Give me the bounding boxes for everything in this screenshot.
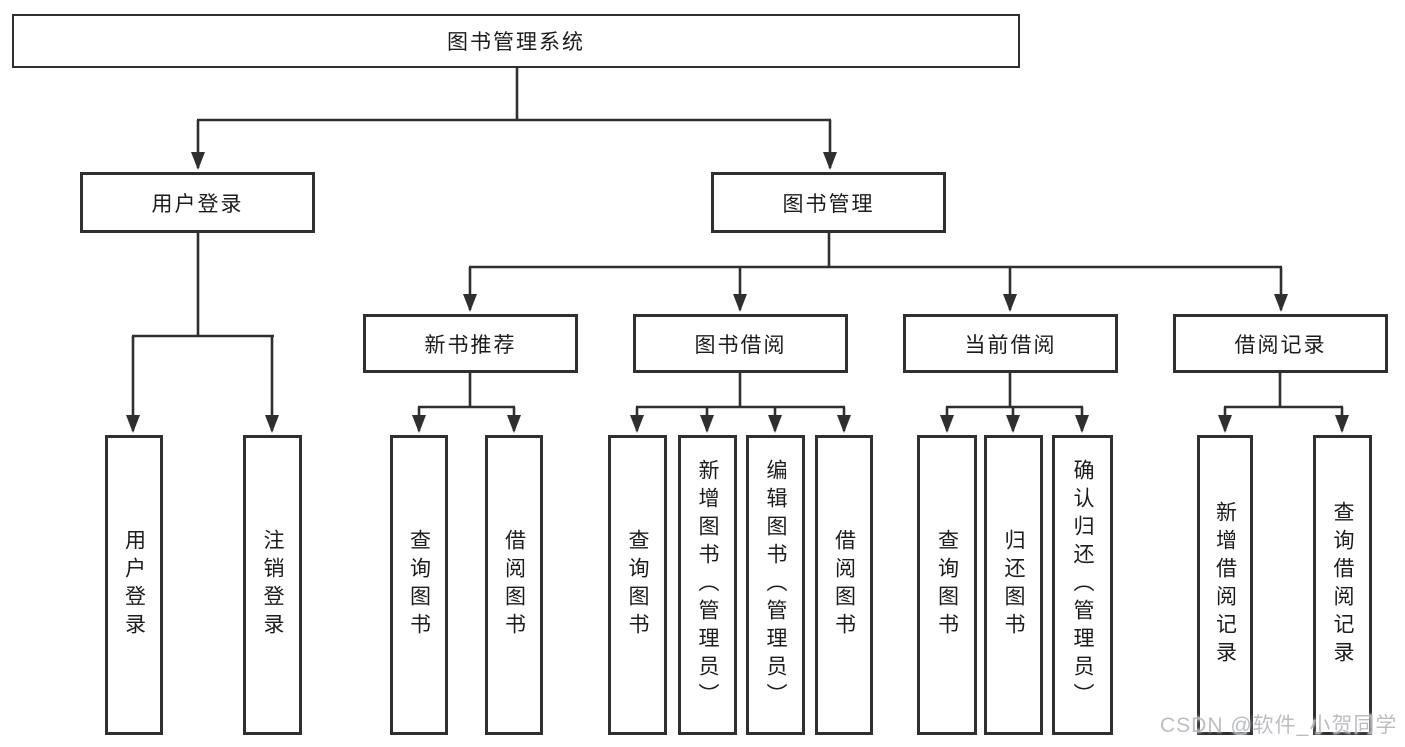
node-book-management: 图书管理 (711, 172, 946, 233)
node-user-login: 用户登录 (80, 172, 315, 233)
leaf-logout: 注销登录 (243, 435, 302, 735)
node-book-borrow: 图书借阅 (633, 314, 848, 373)
leaf-query-books-current: 查询图书 (917, 435, 977, 735)
leaf-borrow-books-recommend: 借阅图书 (485, 435, 543, 735)
leaf-user-login: 用户登录 (105, 435, 163, 735)
leaf-query-books-recommend: 查询图书 (390, 435, 448, 735)
node-current-borrow: 当前借阅 (903, 314, 1118, 373)
leaf-query-books-borrow: 查询图书 (608, 435, 667, 735)
leaf-edit-book-admin: 编辑图书（管理员） (746, 435, 805, 735)
watermark: CSDN @软件_小贺同学 (1160, 714, 1398, 737)
node-root: 图书管理系统 (12, 14, 1020, 68)
leaf-confirm-return-admin: 确认归还（管理员） (1052, 435, 1113, 735)
leaf-return-books: 归还图书 (984, 435, 1043, 735)
node-borrow-records: 借阅记录 (1173, 314, 1388, 373)
leaf-query-borrow-record: 查询借阅记录 (1313, 435, 1372, 735)
leaf-add-book-admin: 新增图书（管理员） (678, 435, 737, 735)
node-new-book-recommend: 新书推荐 (363, 314, 578, 373)
leaf-borrow-books: 借阅图书 (815, 435, 873, 735)
leaf-add-borrow-record: 新增借阅记录 (1197, 435, 1253, 735)
